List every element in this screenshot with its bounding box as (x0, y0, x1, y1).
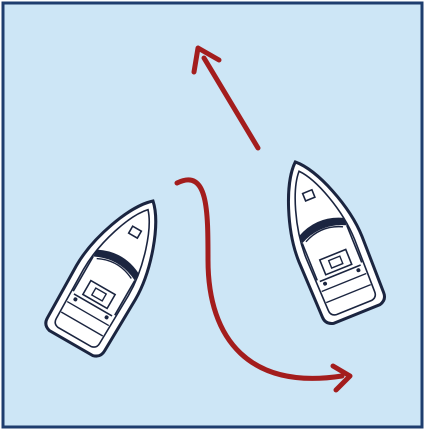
straight-course-arrow (191, 45, 261, 151)
water-background (1, 1, 424, 429)
curved-course-arrow (174, 177, 353, 393)
